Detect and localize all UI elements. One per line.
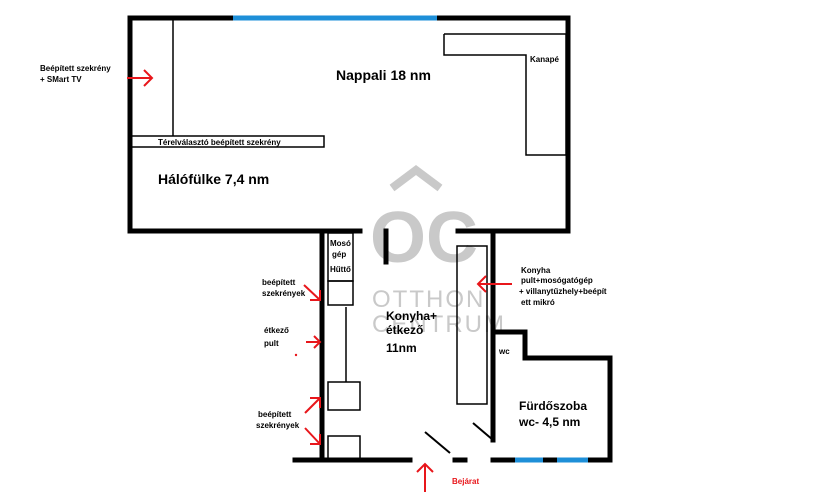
room-divider-wardrobe — [129, 135, 325, 148]
room-label-furdo-1: Fürdőszoba — [519, 399, 587, 413]
annotation-kitchen-2: pult+mosógatógép — [521, 276, 593, 285]
label-moso-2: gép — [332, 250, 346, 259]
door-entrance — [424, 431, 451, 454]
windows — [233, 15, 588, 463]
arrow-kitchen — [476, 275, 512, 293]
room-label-halofulke: Hálófülke 7,4 nm — [158, 171, 269, 187]
annotation-arrows — [127, 69, 512, 492]
label-kanape: Kanapé — [530, 55, 559, 64]
room-label-nappali: Nappali 18 nm — [336, 67, 431, 83]
room-label-konyha-2: étkező — [386, 323, 423, 337]
door-bathroom — [472, 422, 494, 441]
annotation-dining-1: étkező — [264, 326, 289, 335]
arrow-wardrobe-2 — [304, 397, 321, 414]
arrow-dining — [306, 335, 322, 349]
kitchen-counter — [456, 245, 488, 405]
watermark-roof — [389, 165, 443, 192]
room-label-konyha-3: 11nm — [386, 341, 417, 355]
arrow-wardrobe-3 — [304, 427, 321, 445]
annotation-wardrobe2-1: beépített — [258, 410, 292, 419]
label-bejarat: Bejárat — [452, 477, 479, 486]
room-label-furdo-2: wc- 4,5 nm — [518, 415, 580, 429]
walls — [127, 15, 613, 463]
annotation-kitchen-3: + villanytűzhely+beépít — [519, 287, 607, 296]
sofa — [443, 33, 567, 156]
annotation-wardrobe2-2: szekrények — [256, 421, 300, 430]
arrow-tv — [127, 69, 154, 87]
annotation-kitchen-1: Konyha — [521, 266, 551, 275]
fridge — [327, 280, 354, 306]
watermark-line2: CENTRUM — [372, 311, 506, 338]
red-dot — [294, 353, 298, 357]
annotation-dining-2: pult — [264, 339, 279, 348]
watermark-line1: OTTHON — [372, 286, 485, 313]
annotation-wardrobe1-1: beépített — [262, 278, 296, 287]
annotation-tv-2: + SMart TV — [40, 75, 82, 84]
cabinet-1 — [327, 381, 361, 411]
doors — [424, 422, 494, 454]
label-hutto: Hűttő — [330, 265, 351, 274]
label-terelvalaszto: Térelválasztó beépített szekrény — [158, 138, 281, 147]
arrow-wardrobe-1 — [303, 284, 321, 301]
furniture — [129, 20, 567, 461]
annotation-wardrobe1-2: szekrények — [262, 289, 306, 298]
annotation-tv-1: Beépített szekrény — [40, 64, 111, 73]
cabinet-2 — [327, 435, 361, 461]
annotation-kitchen-4: ett mikró — [521, 298, 555, 307]
label-moso-1: Mosó — [330, 239, 351, 248]
otthon-centrum-watermark: OC OTTHON CENTRUM — [370, 165, 506, 338]
arrow-entrance — [416, 462, 434, 492]
room-label-wc: wc — [498, 347, 510, 356]
room-label-konyha-1: Konyha+ — [386, 309, 437, 323]
